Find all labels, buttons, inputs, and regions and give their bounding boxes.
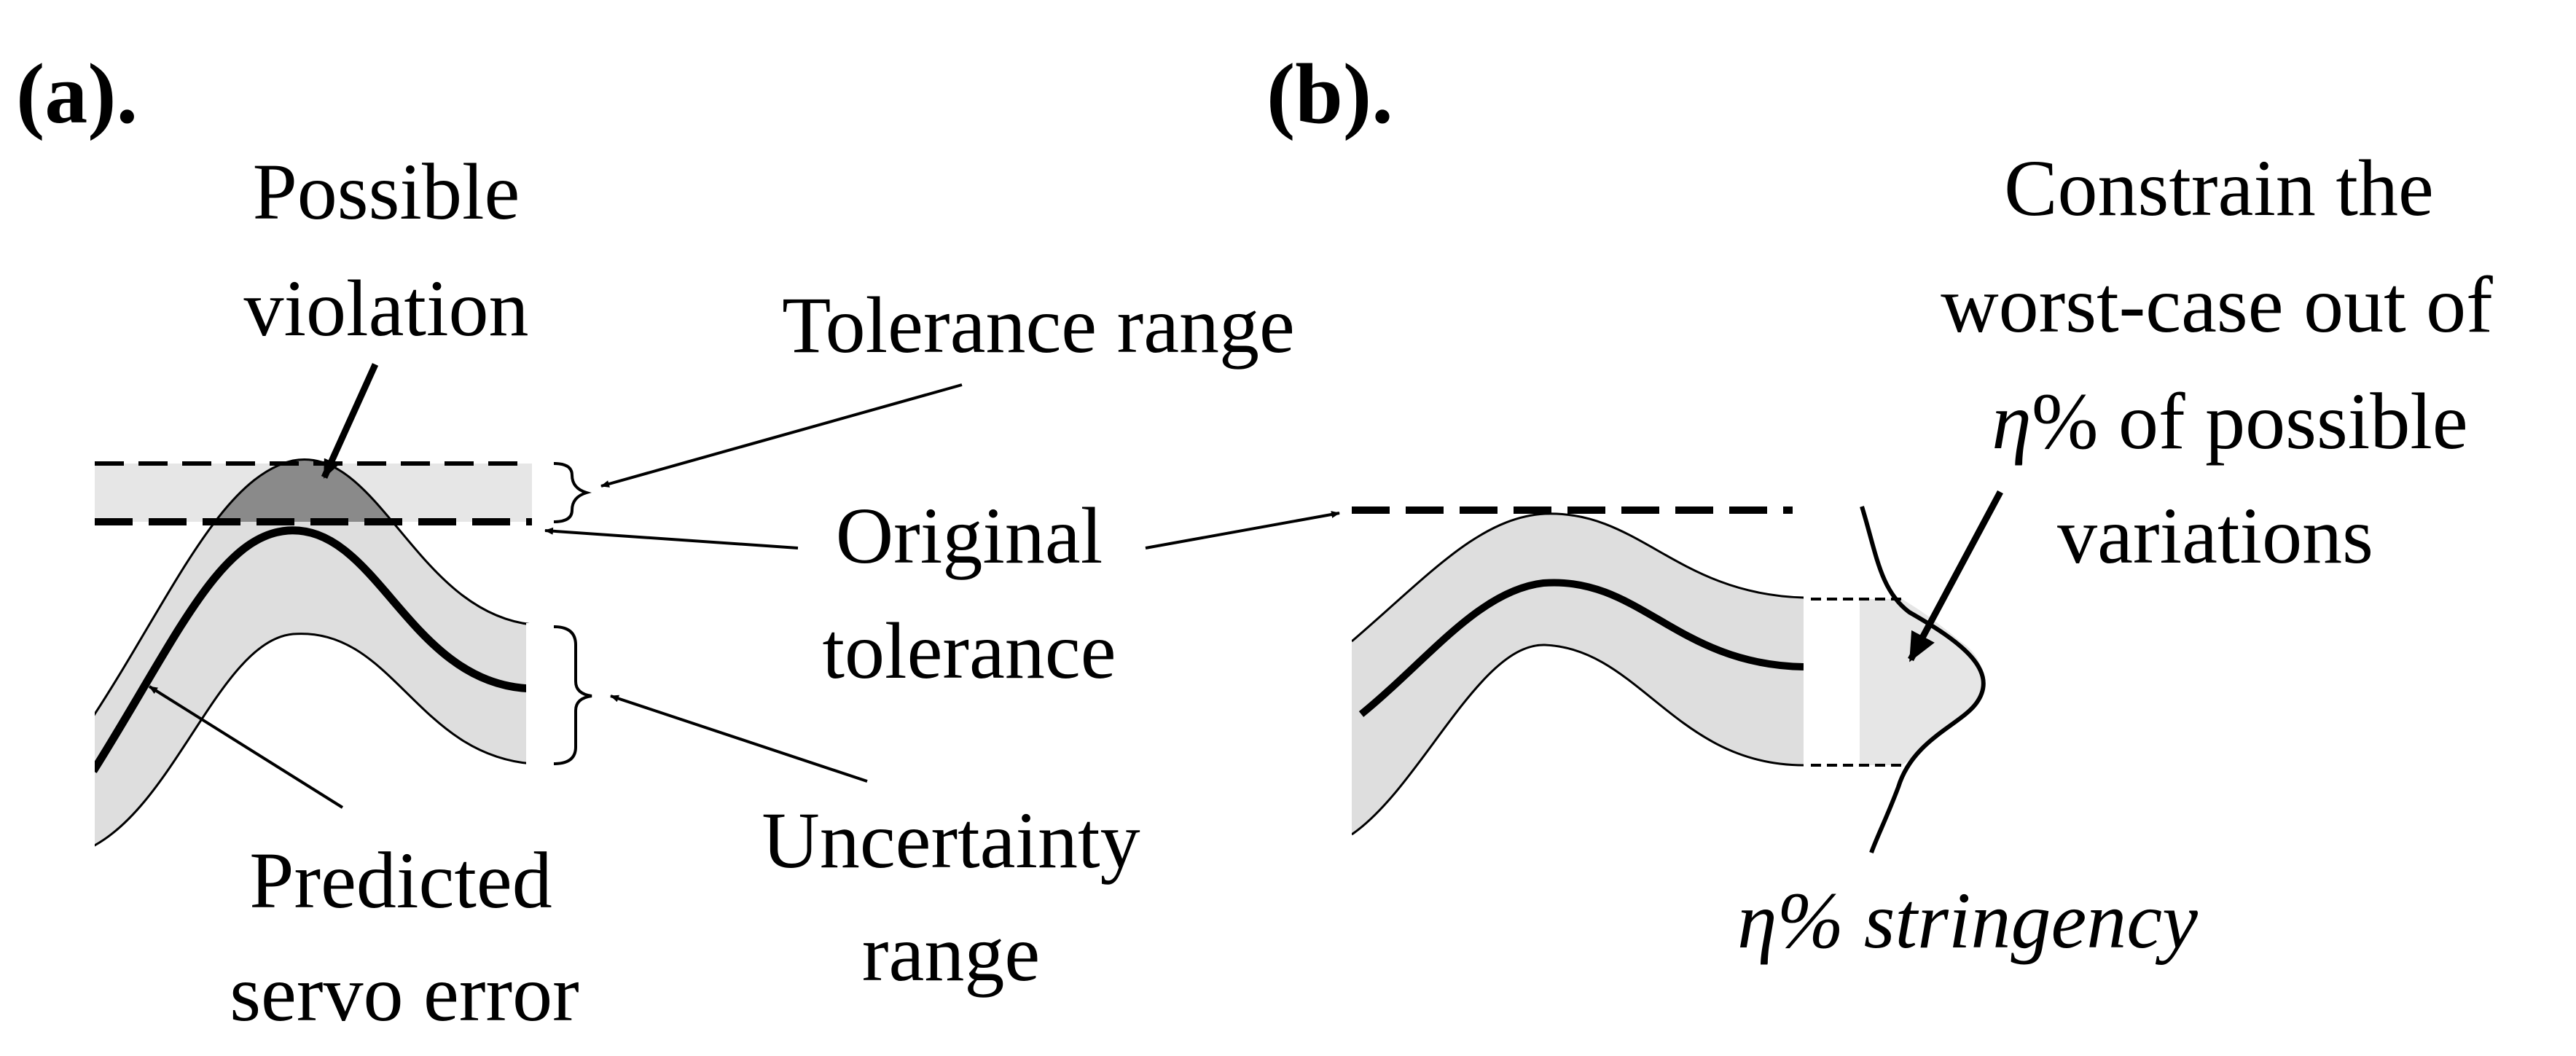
uncertainty-range-label-line1: Uncertainty — [762, 796, 1140, 885]
constrain-label-line1: Constrain the — [2004, 144, 2434, 232]
constrain-label-line4: variations — [2057, 491, 2373, 580]
panel-a-label: (a). — [16, 46, 138, 141]
uncertainty-lower-edge-b — [1352, 644, 1804, 836]
panel-b: (b). Constrain the worst-case out of η% … — [1145, 46, 2493, 965]
tolerance-range-label: Tolerance range — [782, 281, 1295, 369]
tolerance-range-arrow — [600, 383, 963, 488]
uncertainty-range-arrow — [610, 695, 868, 783]
uncertainty-range-label-line2: range — [862, 909, 1040, 998]
stringency-label: η% stringency — [1737, 876, 2198, 965]
possible-violation-arrow — [321, 363, 379, 479]
predicted-servo-error-label-line2: servo error — [230, 949, 579, 1038]
predicted-servo-error-label-line1: Predicted — [249, 836, 552, 925]
distribution-curve — [1860, 506, 1986, 853]
predicted-error-curve-b — [1358, 579, 1804, 717]
possible-violation-label-line1: Possible — [253, 147, 520, 236]
uncertainty-upper-edge-a — [95, 458, 532, 716]
tolerance-range-brace — [553, 462, 592, 523]
variation-range-box — [1860, 599, 1902, 765]
predicted-servo-error-arrow — [148, 685, 344, 809]
uncertainty-lower-edge-a — [95, 633, 532, 847]
uncertainty-range-brace — [553, 625, 592, 765]
constrain-arrow — [1908, 490, 2003, 662]
stringency-label-rest: % stringency — [1777, 876, 2199, 965]
predicted-servo-error-curve — [95, 526, 532, 773]
panel-b-label: (b). — [1267, 46, 1393, 141]
band-end-gap — [526, 623, 533, 765]
original-tolerance-arrow-a — [544, 527, 799, 549]
panel-a: (a). Possible violation Tolerance range … — [16, 46, 1295, 1038]
original-tolerance-label-line2: tolerance — [822, 606, 1116, 695]
constrain-label-line2: worst-case out of — [1941, 260, 2493, 349]
constrain-label-line3-rest: % of possible — [2032, 377, 2468, 466]
uncertainty-band-a — [95, 459, 532, 845]
constrain-label-line3: η% of possible — [1992, 377, 2467, 466]
possible-violation-region — [215, 459, 393, 522]
possible-violation-label-line2: violation — [243, 264, 528, 353]
original-tolerance-arrow-b — [1145, 511, 1340, 549]
original-tolerance-label-line1: Original — [836, 491, 1103, 580]
eta-symbol-stringency: η — [1737, 876, 1777, 965]
stringency-distribution-fill — [1902, 599, 1984, 765]
eta-symbol-constrain: η — [1992, 377, 2032, 466]
uncertainty-band-b — [1352, 513, 1804, 834]
